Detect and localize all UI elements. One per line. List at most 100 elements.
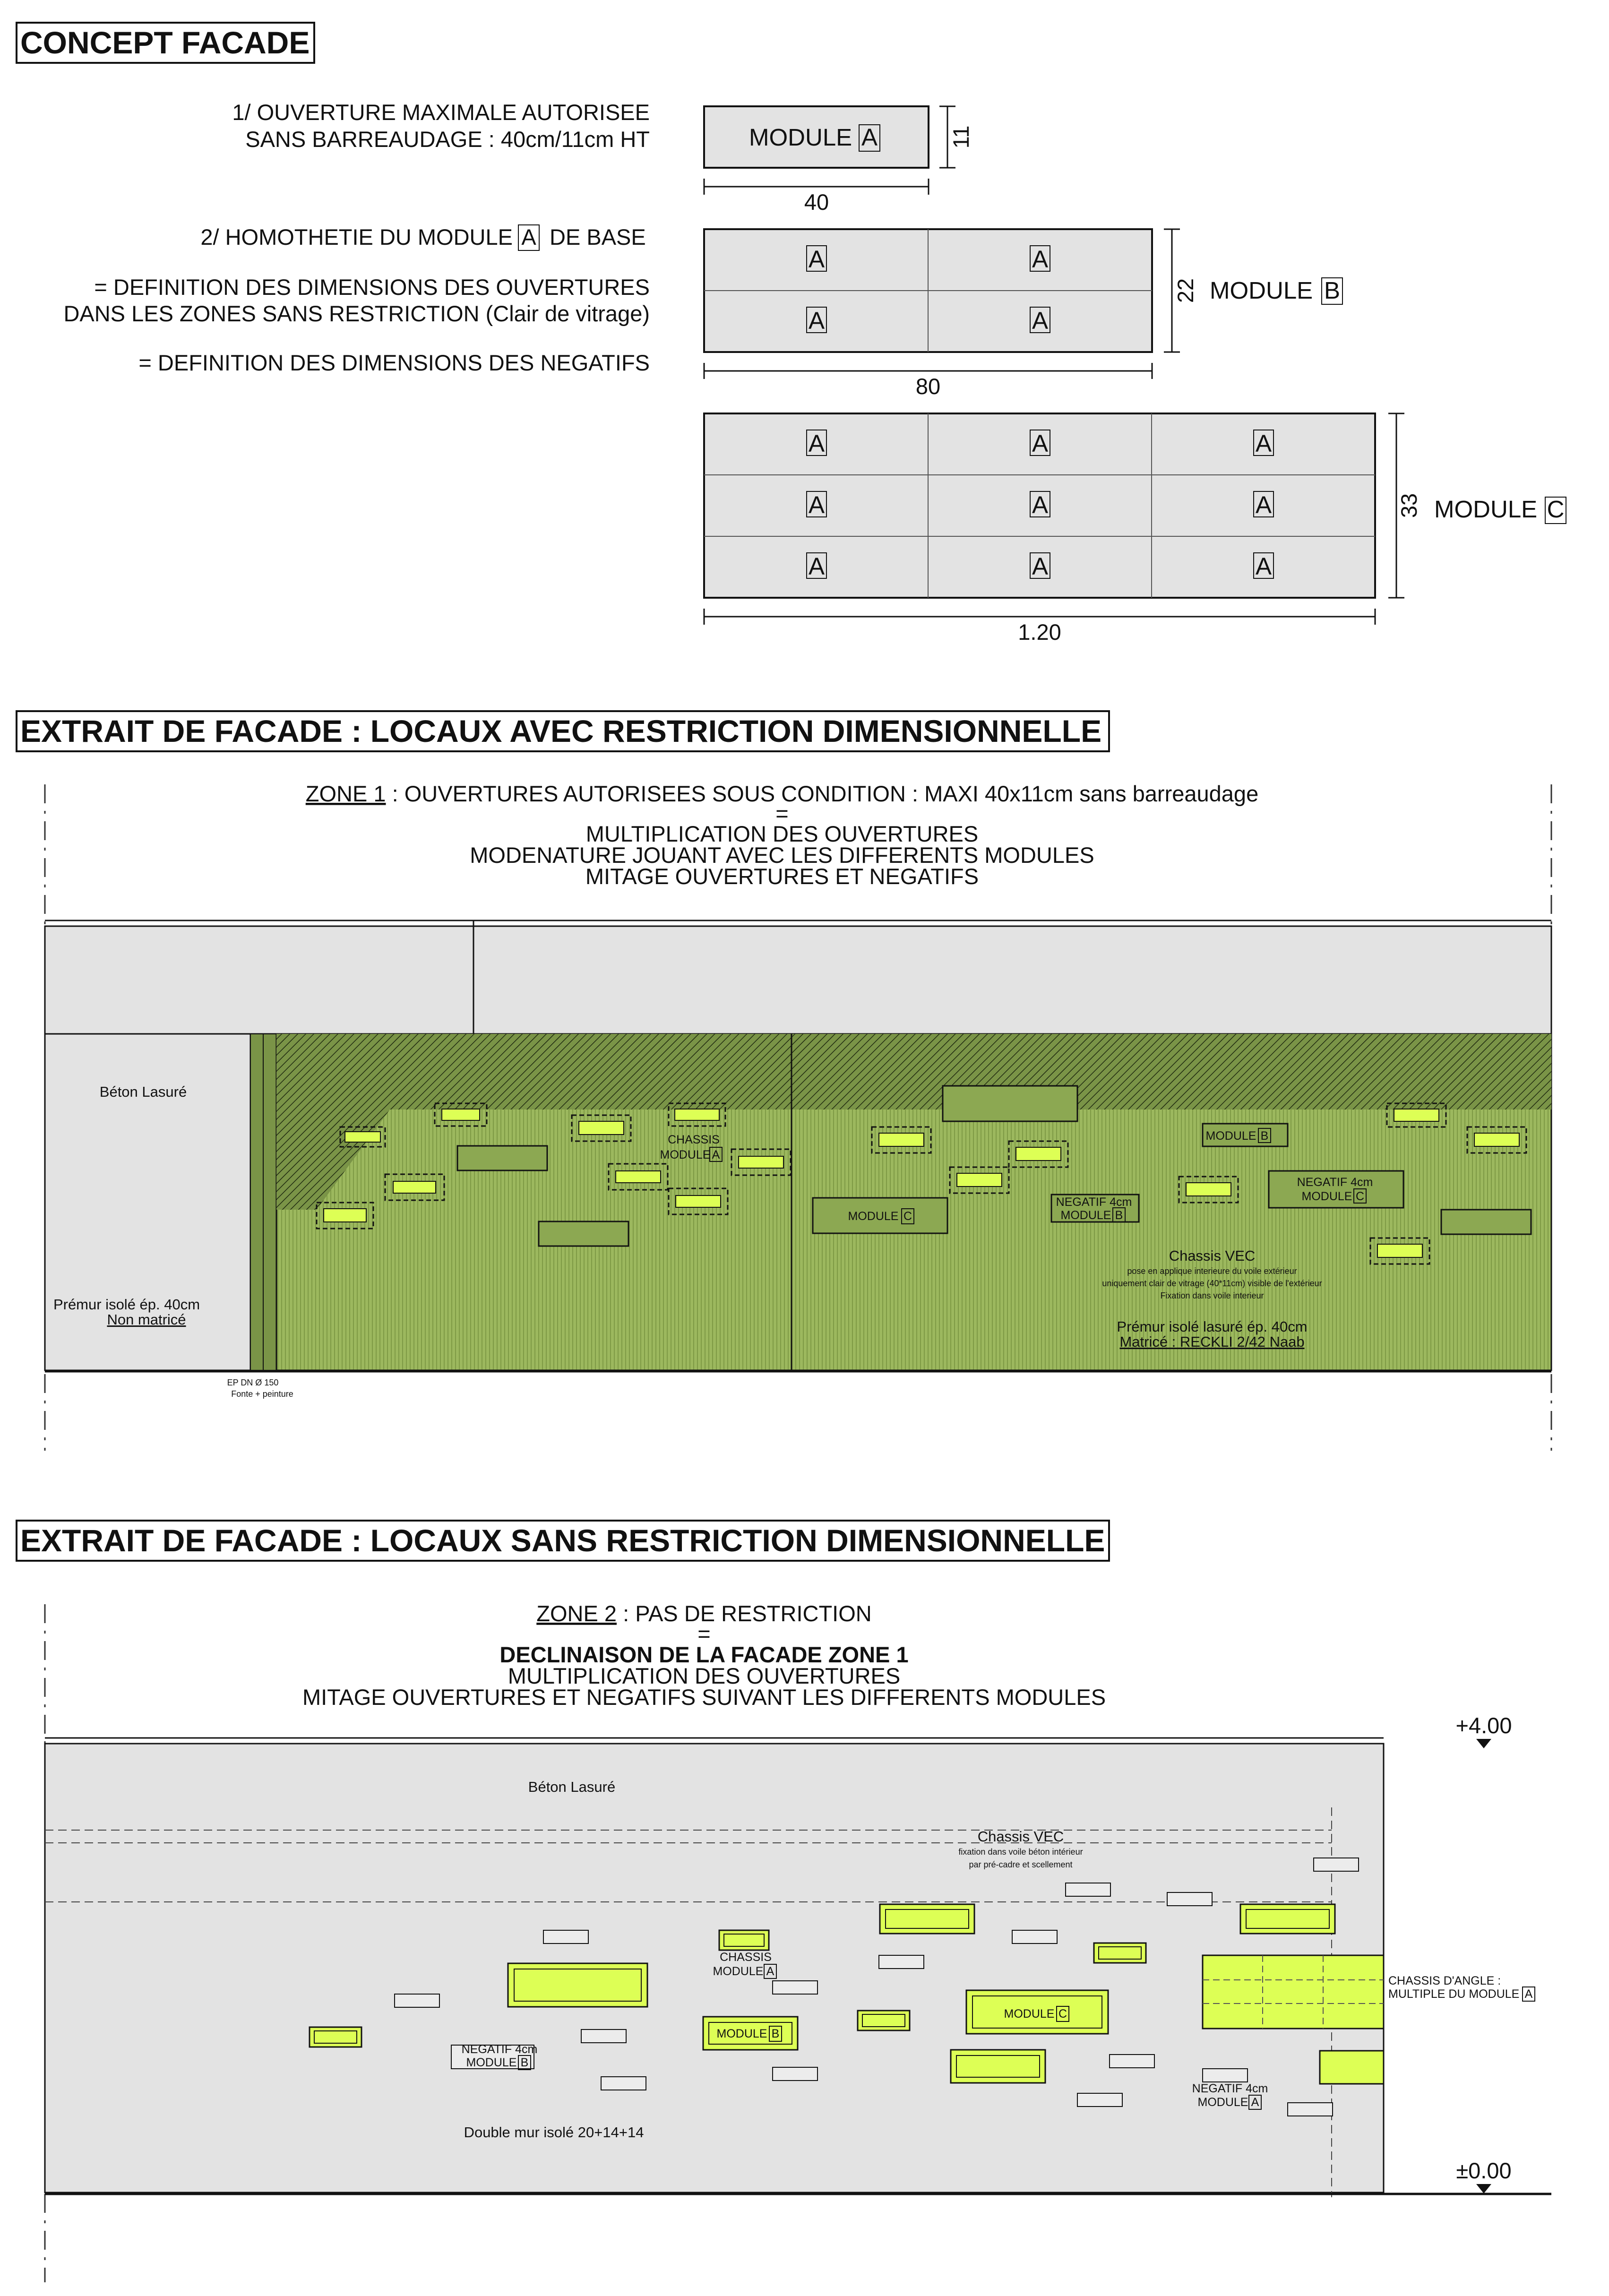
module-a-height: 11 — [948, 126, 973, 149]
svg-text:MODULE: MODULE — [1302, 1190, 1352, 1203]
zone1-line1: MULTIPLICATION DES OUVERTURES — [586, 821, 978, 846]
svg-text:A: A — [1032, 491, 1048, 518]
zone1-line2: MODENATURE JOUANT AVEC LES DIFFERENTS MO… — [470, 843, 1094, 868]
svg-text:C: C — [1058, 2007, 1067, 2021]
unrestricted-title: EXTRAIT DE FACADE : LOCAUX SANS RESTRICT… — [20, 1523, 1105, 1558]
svg-text:C: C — [903, 1210, 912, 1223]
svg-text:A: A — [809, 430, 825, 457]
svg-text:MULTIPLICATION DES OUVERTURES: MULTIPLICATION DES OUVERTURES — [508, 1663, 900, 1688]
zone1-line3: MITAGE OUVERTURES ET NEGATIFS — [585, 864, 979, 889]
zone1-plain-wall — [44, 1033, 251, 1371]
zone1-heading: ZONE 1 : OUVERTURES AUTORISEES SOUS COND… — [306, 781, 1258, 806]
svg-text:MODULE: MODULE — [1434, 496, 1537, 523]
svg-text:CHASSIS D'ANGLE :: CHASSIS D'ANGLE : — [1388, 1974, 1501, 1987]
svg-text:Fixation dans voile interieur: Fixation dans voile interieur — [1160, 1291, 1264, 1300]
svg-text:A: A — [712, 1148, 720, 1161]
svg-text:B: B — [1261, 1129, 1269, 1143]
svg-text:A: A — [1256, 553, 1272, 580]
module-a-diagram: MODULE A 40 11 — [703, 105, 973, 215]
zone2-section: EXTRAIT DE FACADE : LOCAUX SANS RESTRICT… — [16, 1520, 1551, 2282]
svg-text:MODULE: MODULE — [1206, 1129, 1256, 1143]
svg-text:MULTIPLE DU MODULE: MULTIPLE DU MODULE — [1388, 1987, 1519, 2001]
svg-text:CHASSIS: CHASSIS — [668, 1133, 720, 1146]
module-c-width: 1.20 — [1018, 619, 1061, 645]
svg-text:MODULE: MODULE — [466, 2056, 517, 2069]
svg-text:B: B — [1115, 1209, 1123, 1222]
svg-text:C: C — [1547, 496, 1565, 523]
module-b-diagram: A A A A 80 22 MODULE B — [703, 228, 1343, 399]
svg-text:MODULE: MODULE — [1210, 277, 1313, 304]
svg-text:par pré-cadre et scellement: par pré-cadre et scellement — [969, 1860, 1072, 1869]
note1-line2: SANS BARREAUDAGE : 40cm/11cm HT — [245, 127, 650, 152]
module-b-cells: A A A A — [806, 245, 1050, 334]
module-a-width: 40 — [804, 189, 829, 215]
svg-text:NEGATIF 4cm: NEGATIF 4cm — [1192, 2082, 1268, 2095]
svg-text:MODULE: MODULE — [713, 1965, 764, 1978]
svg-text:A: A — [1032, 553, 1048, 580]
svg-text:C: C — [1356, 1190, 1364, 1203]
svg-text:MODULE: MODULE — [660, 1148, 711, 1161]
unrestricted-title-frame — [16, 1520, 1110, 1562]
module-c-cells: A A A A A A A A A — [806, 430, 1274, 580]
svg-text:uniquement clair de vitrage (4: uniquement clair de vitrage (40*11cm) vi… — [1102, 1279, 1322, 1288]
zone1-openings — [316, 1085, 1532, 1265]
svg-text:B: B — [521, 2056, 529, 2069]
level-top: +4.00 — [1456, 1713, 1512, 1738]
svg-text:B: B — [772, 2027, 780, 2040]
svg-text:A: A — [1256, 430, 1272, 457]
svg-text:MODULE: MODULE — [848, 1210, 899, 1223]
concept-title-frame — [16, 22, 315, 64]
svg-text:Double mur isolé 20+14+14: Double mur isolé 20+14+14 — [464, 2124, 644, 2141]
svg-text:A: A — [1256, 491, 1272, 518]
svg-text:Non matricé: Non matricé — [107, 1311, 186, 1328]
svg-text:MODULE: MODULE — [749, 124, 852, 151]
note3-line1: = DEFINITION DES DIMENSIONS DES OUVERTUR… — [94, 275, 650, 300]
svg-text:MITAGE OUVERTURES ET NEGATIFS: MITAGE OUVERTURES ET NEGATIFS SUIVANT LE… — [302, 1685, 1106, 1710]
svg-text:MODULE: MODULE — [717, 2027, 767, 2040]
concept-title: CONCEPT FACADE — [20, 25, 310, 60]
svg-text:Matricé : RECKLI 2/42 Naab: Matricé : RECKLI 2/42 Naab — [1119, 1333, 1304, 1350]
module-c-diagram: A A A A A A A A A 1.20 33 MODULE C — [703, 413, 1566, 645]
svg-text:MODULE: MODULE — [1198, 2096, 1248, 2109]
restricted-title: EXTRAIT DE FACADE : LOCAUX AVEC RESTRICT… — [20, 714, 1101, 748]
note2-tag: A — [521, 224, 536, 249]
zone2-wall — [44, 1743, 1385, 2193]
zone2-openings — [309, 1857, 1385, 2116]
svg-text:B: B — [1324, 277, 1340, 304]
svg-text:EP DN Ø 150: EP DN Ø 150 — [227, 1378, 279, 1387]
level-bottom: ±0.00 — [1456, 2158, 1511, 2183]
zone1-eq: = — [775, 801, 788, 826]
svg-text:A: A — [1032, 246, 1048, 273]
note4: = DEFINITION DES DIMENSIONS DES NEGATIFS — [138, 350, 650, 375]
module-b-height: 22 — [1173, 278, 1198, 303]
note1-line1: 1/ OUVERTURE MAXIMALE AUTORISEE — [232, 100, 650, 125]
zone2-heading: ZONE 2 : PAS DE RESTRICTION — [536, 1601, 871, 1626]
module-c-height: 33 — [1396, 493, 1421, 518]
svg-text:MODULE: MODULE — [1004, 2007, 1055, 2021]
note2-tail: DE BASE — [550, 224, 646, 249]
svg-text:A: A — [1251, 2096, 1259, 2109]
svg-text:Fonte + peinture: Fonte + peinture — [231, 1389, 293, 1399]
svg-text:A: A — [1032, 430, 1048, 457]
svg-text:fixation dans voile béton inté: fixation dans voile béton intérieur — [958, 1847, 1083, 1857]
svg-text:A: A — [766, 1965, 774, 1978]
svg-text:NEGATIF 4cm: NEGATIF 4cm — [1297, 1176, 1373, 1189]
svg-text:A: A — [809, 491, 825, 518]
concept-section: CONCEPT FACADE 1/ OUVERTURE MAXIMALE AUT… — [16, 22, 1566, 645]
zone1-section: EXTRAIT DE FACADE : LOCAUX AVEC RESTRICT… — [16, 710, 1552, 1451]
svg-text:Chassis VEC: Chassis VEC — [978, 1828, 1064, 1845]
svg-text:A: A — [861, 124, 878, 151]
svg-text:DECLINAISON DE LA FACADE ZONE: DECLINAISON DE LA FACADE ZONE 1 — [499, 1642, 908, 1667]
svg-text:Prémur isolé lasuré ép. 40cm: Prémur isolé lasuré ép. 40cm — [1117, 1318, 1307, 1335]
svg-text:A: A — [809, 246, 825, 273]
svg-text:NEGATIF 4cm: NEGATIF 4cm — [1056, 1195, 1132, 1209]
svg-text:A: A — [809, 307, 825, 334]
note2-tag-box — [518, 224, 540, 251]
svg-text:Béton Lasuré: Béton Lasuré — [100, 1084, 187, 1100]
svg-text:MODULE: MODULE — [1061, 1209, 1111, 1222]
svg-text:NEGATIF 4cm: NEGATIF 4cm — [462, 2043, 538, 2056]
module-b-width: 80 — [916, 374, 940, 399]
note2-text: 2/ HOMOTHETIE DU MODULE — [200, 224, 513, 249]
svg-text:pose en applique interieure du: pose en applique interieure du voile ext… — [1127, 1266, 1297, 1276]
